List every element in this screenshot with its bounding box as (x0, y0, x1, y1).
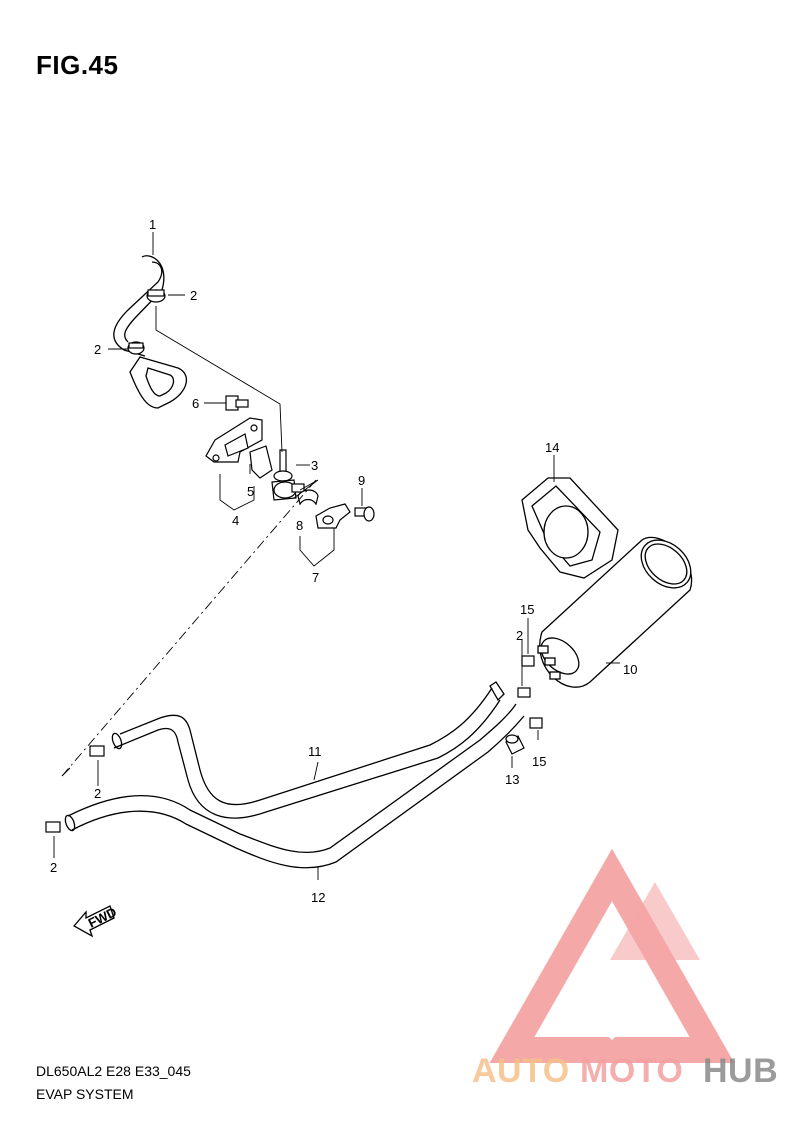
clamp-15-upper (521, 655, 535, 667)
clamp-2-hose-11 (89, 745, 105, 757)
hose-11 (111, 681, 505, 819)
callout-3: 3 (311, 458, 318, 473)
watermark-text-moto: MOTO (580, 1052, 683, 1090)
callout-8: 8 (296, 518, 303, 533)
callout-1: 1 (149, 217, 156, 232)
watermark-text: AUTO MOTO HUB (472, 1052, 778, 1090)
clamp-15-lower (529, 717, 543, 729)
canister-10 (537, 536, 693, 688)
callout-9: 9 (358, 473, 365, 488)
callout-4: 4 (232, 513, 239, 528)
clamp-2-canister (517, 687, 531, 698)
figure-title: FIG.45 (36, 50, 119, 80)
clamp-5 (249, 445, 273, 479)
leader-lines (53, 232, 620, 880)
clamp-8 (297, 489, 319, 506)
fitting-3 (271, 449, 305, 501)
callout-2-hose-11: 2 (94, 786, 101, 801)
callout-13: 13 (505, 772, 519, 787)
section-name: EVAP SYSTEM (36, 1086, 134, 1102)
callout-7: 7 (312, 570, 319, 585)
tube-13 (505, 734, 525, 755)
callout-2-hose-12: 2 (50, 860, 57, 875)
callout-11: 11 (308, 744, 322, 759)
breather-hose (113, 255, 188, 409)
hose-12 (64, 703, 525, 869)
callout-15-upper: 15 (520, 602, 534, 617)
cover-14 (521, 477, 619, 579)
watermark-text-hub: HUB (703, 1052, 778, 1090)
callout-2-middle: 2 (94, 342, 101, 357)
watermark-text-auto: AUTO (472, 1052, 570, 1090)
bracket-4 (205, 417, 263, 463)
clamp-2-middle (127, 341, 145, 355)
callout-2-upper: 2 (190, 288, 197, 303)
bracket-7 (315, 503, 351, 529)
screw-9 (354, 506, 375, 522)
fwd-arrow-icon: FWD (72, 904, 119, 938)
fwd-label: FWD (86, 904, 119, 930)
clamp-2-upper (146, 289, 166, 303)
model-code: DL650AL2 E28 E33_045 (36, 1063, 191, 1079)
bolt-6 (225, 395, 249, 411)
callout-12: 12 (311, 890, 325, 905)
callout-15-lower: 15 (532, 754, 546, 769)
callout-labels: 1 2 2 3 4 5 6 7 8 9 10 11 12 13 14 15 15… (50, 217, 637, 905)
callout-14: 14 (545, 440, 559, 455)
callout-2-canister: 2 (516, 628, 523, 643)
callout-6: 6 (192, 396, 199, 411)
callout-5: 5 (247, 484, 254, 499)
clamp-2-hose-12 (45, 821, 61, 833)
callout-10: 10 (623, 662, 637, 677)
watermark-logo (489, 848, 735, 1063)
